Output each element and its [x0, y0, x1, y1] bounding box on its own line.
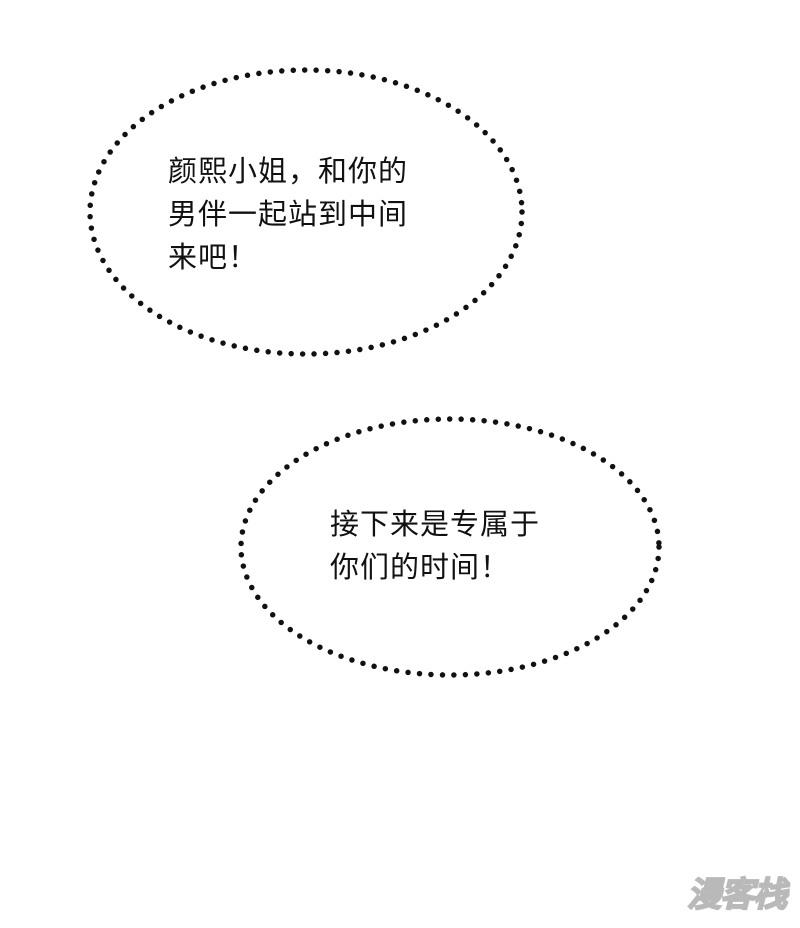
watermark-logo: 漫客栈: [686, 874, 788, 916]
bubble-1-line-1: 颜熙小姐，和你的: [168, 154, 409, 188]
speech-bubble-1-outline: [87, 67, 525, 357]
speech-bubble-1-text: 颜熙小姐，和你的 男伴一起站到中间 来吧！: [168, 150, 408, 279]
speech-bubble-2-outline: [238, 416, 662, 678]
bubble-2-line-2: 你们的时间！: [330, 550, 511, 584]
speech-bubble-2-text: 接下来是专属于 你们的时间！: [330, 503, 540, 589]
bubble-1-line-3: 来吧！: [168, 240, 259, 274]
bubble-2-line-1: 接下来是专属于: [330, 507, 541, 541]
bubble-1-line-2: 男伴一起站到中间: [168, 197, 409, 231]
